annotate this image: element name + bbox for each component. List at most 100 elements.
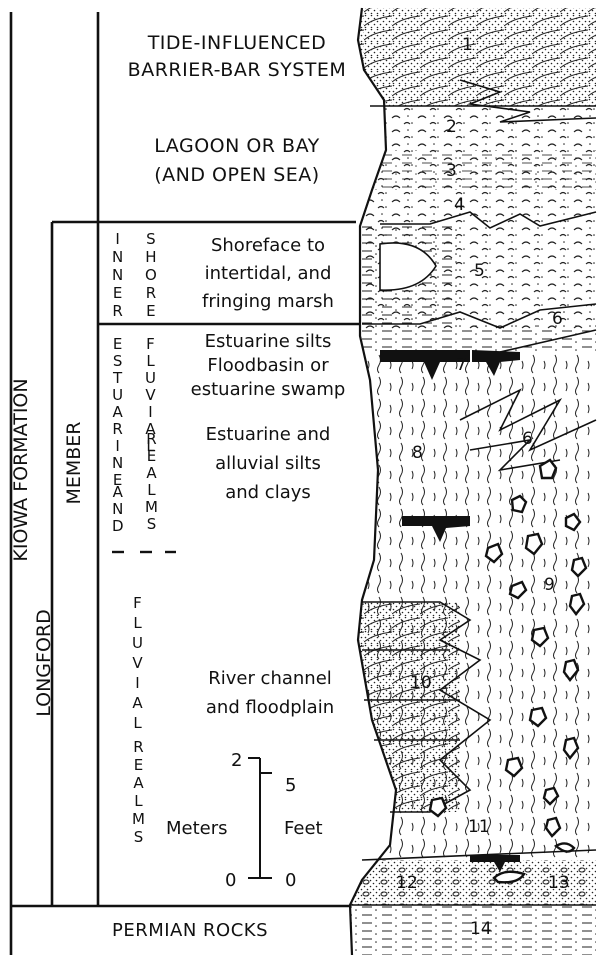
realm-letter: L: [133, 614, 142, 632]
realm-letter: S: [133, 828, 144, 846]
unit-9-label: 9: [544, 575, 555, 595]
river-line-1: River channel: [208, 668, 332, 689]
scale-feet-bottom: 0: [285, 870, 296, 891]
realm-letter: A: [145, 420, 156, 438]
realm-letter: V: [132, 654, 143, 672]
river-channel-label: River channel and floodplain: [172, 664, 368, 722]
unit-2-label: 2: [446, 117, 457, 137]
realm-letter: R: [145, 284, 157, 302]
floodbasin-line-1: Floodbasin or: [207, 355, 329, 376]
realm-letter: N: [112, 248, 124, 266]
realm-letter: I: [148, 403, 153, 421]
realm-letter: N: [112, 500, 124, 518]
realm-letter: R: [146, 430, 157, 448]
scale-meters-label: Meters: [166, 818, 228, 839]
shoreface-line-3: fringing marsh: [202, 291, 334, 312]
unit-5-label: 5: [474, 261, 485, 281]
unit-7-label: 7: [456, 355, 467, 375]
realm-letter: R: [133, 738, 144, 756]
shoreface-line-2: intertidal, and: [204, 263, 332, 284]
realm-letter: S: [112, 352, 123, 370]
realm-letter: A: [133, 774, 144, 792]
realm-letter: N: [112, 454, 124, 472]
realm-letter: M: [132, 810, 145, 828]
unit-6-upper-label: 6: [552, 309, 563, 329]
unit-1-label: 1: [462, 35, 473, 55]
realm-letter: L: [146, 437, 155, 455]
lagoon-line-1: LAGOON OR BAY: [154, 135, 320, 157]
realm-letter: E: [112, 471, 123, 489]
realm-letter: O: [145, 266, 157, 284]
shoreface-label: Shoreface to intertidal, and fringing ma…: [170, 232, 366, 316]
barrier-line-2: BARRIER-BAR SYSTEM: [127, 59, 347, 81]
unit-6-lower-label: 6: [522, 429, 533, 449]
realm-letter: A: [146, 464, 157, 482]
scale-meters-bottom: 0: [225, 870, 236, 891]
unit-14-label: 14: [470, 919, 492, 939]
realm-letter: U: [112, 386, 124, 404]
estuarine-silts-label: Estuarine silts Floodbasin or estuarine …: [170, 330, 366, 402]
realm-letter: F: [133, 594, 142, 612]
alluvial-line-2: alluvial silts: [215, 453, 321, 474]
floodbasin-line-2: estuarine swamp: [190, 379, 346, 400]
scale-meters-top: 2: [231, 750, 242, 771]
realm-letter: L: [147, 481, 156, 499]
unit-8-label: 8: [412, 443, 423, 463]
shoreface-line-1: Shoreface to: [210, 235, 326, 256]
realm-letter: F: [146, 335, 155, 353]
realm-letter: D: [112, 517, 124, 535]
realm-letter: R: [112, 420, 123, 438]
realm-letter: A: [112, 403, 123, 421]
realm-letter: I: [115, 230, 120, 248]
barrier-bar-label: TIDE-INFLUENCED BARRIER-BAR SYSTEM: [108, 30, 366, 84]
barrier-line-1: TIDE-INFLUENCED: [147, 32, 327, 54]
realm-letter: I: [115, 437, 120, 455]
alluvial-line-1: Estuarine and: [205, 424, 331, 445]
alluvial-line-3: and clays: [225, 482, 311, 503]
realm-letter: L: [146, 352, 155, 370]
realm-letter: S: [146, 230, 156, 248]
realm-letter: S: [146, 515, 157, 533]
scale-feet-top: 5: [285, 775, 296, 796]
unit-11-label: 11: [468, 817, 490, 837]
realm-letter: E: [146, 302, 156, 320]
unit-3-label: 3: [446, 161, 457, 181]
alluvial-label: Estuarine and alluvial silts and clays: [170, 420, 366, 507]
permian-rocks-label: PERMIAN ROCKS: [111, 920, 269, 941]
realm-letter: U: [145, 369, 156, 387]
lagoon-label: LAGOON OR BAY (AND OPEN SEA): [108, 132, 366, 190]
estuarine-silts-line: Estuarine silts: [204, 331, 332, 352]
realm-letter: I: [135, 674, 140, 692]
realm-letter: E: [112, 284, 123, 302]
realm-letter: A: [112, 483, 123, 501]
realm-letter: V: [145, 386, 156, 404]
realm-letter: U: [132, 634, 143, 652]
realm-letter: E: [146, 447, 157, 465]
realm-letter: A: [132, 694, 143, 712]
lagoon-line-2: (AND OPEN SEA): [154, 164, 320, 186]
realm-letter: M: [145, 498, 158, 516]
realm-letter: R: [112, 302, 123, 320]
realm-letter: N: [112, 266, 124, 284]
unit-10-label: 10: [410, 673, 432, 693]
river-line-2: and floodplain: [205, 697, 335, 718]
unit-4-label: 4: [454, 195, 465, 215]
unit-12-label: 12: [396, 873, 418, 893]
realm-letter: H: [145, 248, 157, 266]
scale-feet-label: Feet: [284, 818, 323, 839]
realm-letter: E: [112, 335, 123, 353]
realm-letter: L: [133, 714, 142, 732]
unit-13-label: 13: [548, 873, 570, 893]
realm-letter: T: [113, 369, 123, 387]
